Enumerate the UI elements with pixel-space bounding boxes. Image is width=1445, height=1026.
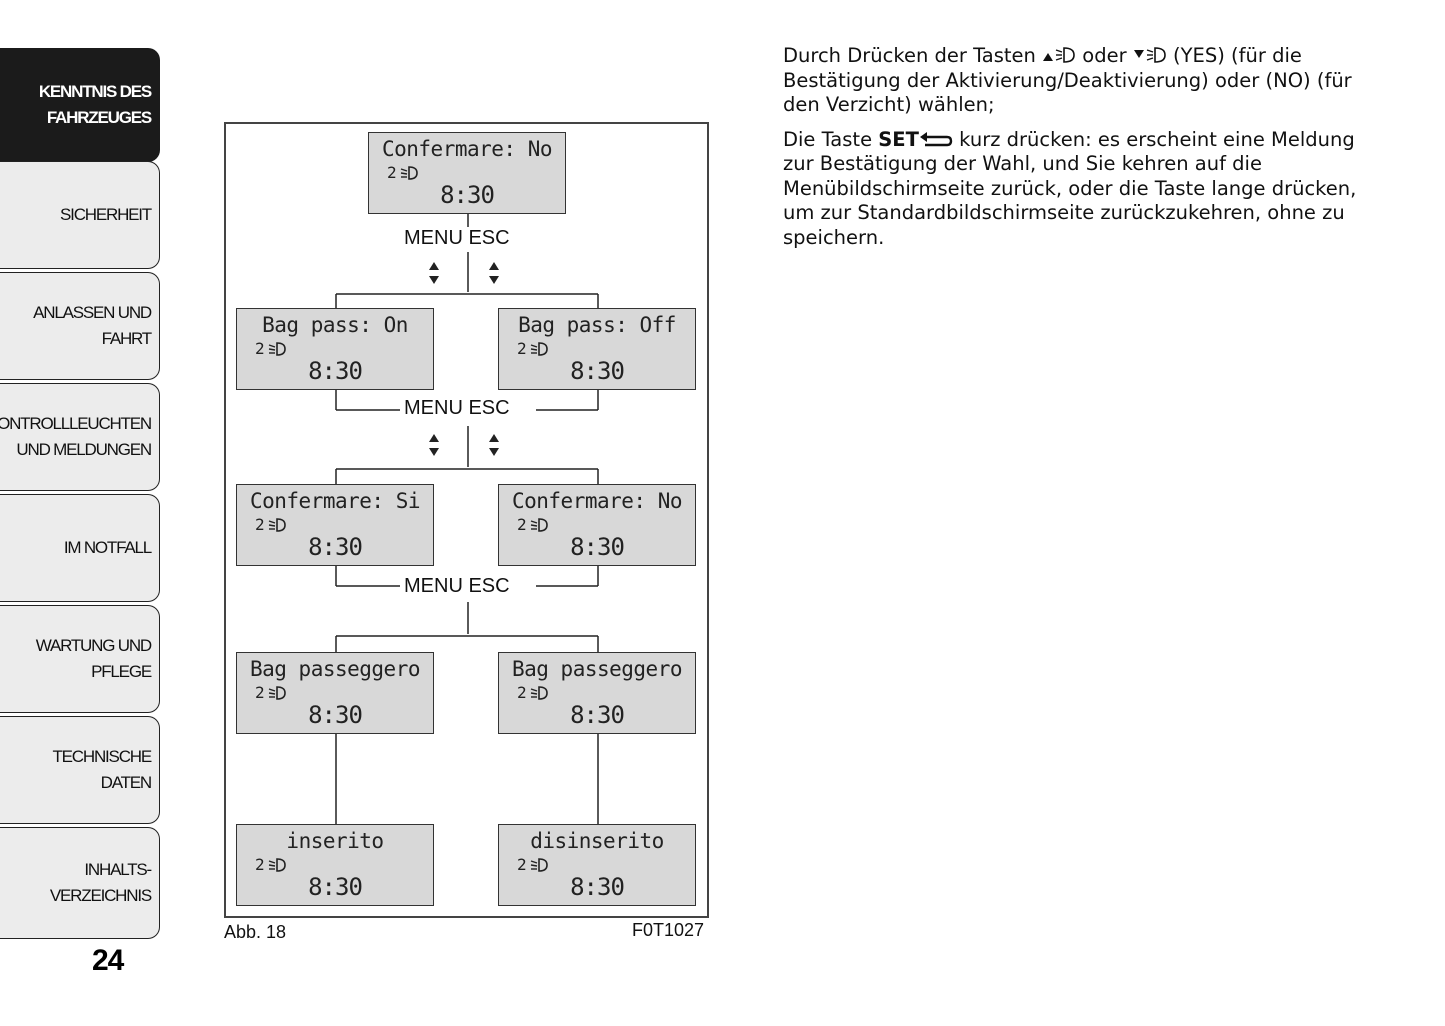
menu-esc-label: MENU ESC <box>400 397 514 420</box>
level-value: 2 <box>255 515 265 534</box>
menu-esc-label: MENU ESC <box>400 227 514 250</box>
headlight-beam-icon <box>530 341 548 356</box>
tab-label: SICHERHEIT <box>60 205 152 224</box>
connector-lines <box>335 212 599 824</box>
lcd-line: Confermare: Si <box>249 489 421 513</box>
figure-caption: Abb. 18 <box>224 922 287 942</box>
tab-label: KENNTNIS DES FAHRZEUGES <box>38 82 152 127</box>
lcd-level: 2 <box>255 515 287 534</box>
headlight-beam-icon <box>530 517 548 532</box>
lcd-level: 2 <box>255 339 287 358</box>
lcd-screen-bag-passeggero-right: Bag passeggero 2 8:30 <box>498 652 696 734</box>
level-value: 2 <box>517 339 527 358</box>
lcd-line: Confermare: No <box>381 137 553 161</box>
lcd-time: 8:30 <box>308 701 363 729</box>
lcd-time: 8:30 <box>570 357 625 385</box>
up-headlight-icon <box>1043 47 1075 63</box>
lcd-time: 8:30 <box>570 873 625 901</box>
lcd-time: 8:30 <box>308 357 363 385</box>
tab-technische-daten[interactable]: TECHNISCHE DATEN <box>0 716 160 824</box>
headlight-beam-icon <box>268 857 286 872</box>
figure-code: F0T1027 <box>632 920 705 940</box>
lcd-line: disinserito <box>530 829 664 853</box>
level-value: 2 <box>517 683 527 702</box>
level-value: 2 <box>255 683 265 702</box>
lcd-line: Bag pass: Off <box>518 313 676 337</box>
menu-esc-label: MENU ESC <box>400 575 514 598</box>
lcd-time: 8:30 <box>308 533 363 561</box>
lcd-screen-bag-pass-on: Bag pass: On 2 8:30 <box>236 308 434 390</box>
tab-label: TECHNISCHE DATEN <box>52 747 152 792</box>
set-key-label: SET <box>878 127 919 151</box>
lcd-time: 8:30 <box>308 873 363 901</box>
level-value: 2 <box>517 515 527 534</box>
paragraph-select: Durch Drücken der Tasten oder (YES) (für… <box>783 44 1383 118</box>
return-arrow-icon <box>919 131 953 146</box>
level-value: 2 <box>255 339 265 358</box>
tab-label: INHALTS- VERZEICHNIS <box>49 860 152 905</box>
tab-kontrollleuchten[interactable]: KONTROLLLEUCHTEN UND MELDUNGEN <box>0 383 160 491</box>
tab-anlassen-und-fahrt[interactable]: ANLASSEN UND FAHRT <box>0 272 160 380</box>
lcd-screen-confirm-yes: Confermare: Si 2 8:30 <box>236 484 434 566</box>
lcd-screen-disinserito: disinserito 2 8:30 <box>498 824 696 906</box>
headlight-beam-icon <box>530 857 548 872</box>
lcd-screen-top: Confermare: No 2 8:30 <box>368 132 566 214</box>
tab-kenntnis-des-fahrzeuges[interactable]: KENNTNIS DES FAHRZEUGES <box>0 48 160 162</box>
paragraph-set: Die Taste SET kurz drücken: es erscheint… <box>783 128 1383 251</box>
page-number: 24 <box>92 944 124 977</box>
lcd-level: 2 <box>517 683 549 702</box>
text-segment: Durch Drücken der Tasten <box>783 44 1043 67</box>
down-headlight-icon <box>1133 47 1166 63</box>
lcd-screen-bag-passeggero-left: Bag passeggero 2 8:30 <box>236 652 434 734</box>
text-segment: Die Taste <box>783 127 879 151</box>
lcd-level: 2 <box>387 163 419 182</box>
lcd-line: Bag passeggero <box>511 657 683 681</box>
tab-label: WARTUNG UND PFLEGE <box>35 636 152 681</box>
text-segment: (YES) (für die Bestätigung der Aktivieru… <box>783 44 1352 116</box>
level-value: 2 <box>517 855 527 874</box>
lcd-level: 2 <box>517 515 549 534</box>
headlight-beam-icon <box>268 517 286 532</box>
lcd-time: 8:30 <box>570 701 625 729</box>
updown-arrows <box>429 262 499 456</box>
tab-label: ANLASSEN UND FAHRT <box>33 303 152 348</box>
headlight-beam-icon <box>268 341 286 356</box>
lcd-screen-inserito: inserito 2 8:30 <box>236 824 434 906</box>
lcd-line: Bag pass: On <box>262 313 408 337</box>
headlight-beam-icon <box>400 165 418 180</box>
tab-inhaltsverzeichnis[interactable]: INHALTS- VERZEICHNIS <box>0 827 160 939</box>
level-value: 2 <box>387 163 397 182</box>
tab-sicherheit[interactable]: SICHERHEIT <box>0 161 160 269</box>
level-value: 2 <box>255 855 265 874</box>
lcd-time: 8:30 <box>440 181 495 209</box>
lcd-level: 2 <box>255 683 287 702</box>
text-segment: oder <box>1076 44 1133 67</box>
lcd-level: 2 <box>517 339 549 358</box>
headlight-beam-icon <box>268 685 286 700</box>
lcd-screen-confirm-no: Confermare: No 2 8:30 <box>498 484 696 566</box>
tab-label: KONTROLLLEUCHTEN UND MELDUNGEN <box>0 414 152 459</box>
tab-wartung-und-pflege[interactable]: WARTUNG UND PFLEGE <box>0 605 160 713</box>
body-text: Durch Drücken der Tasten oder (YES) (für… <box>783 44 1383 260</box>
lcd-level: 2 <box>255 855 287 874</box>
lcd-line: inserito <box>286 829 384 853</box>
lcd-screen-bag-pass-off: Bag pass: Off 2 8:30 <box>498 308 696 390</box>
text-segment: kurz drücken: es erscheint eine Meldung … <box>783 127 1357 249</box>
lcd-time: 8:30 <box>570 533 625 561</box>
menu-flow-figure: Confermare: No 2 8:30 Bag pass: On 2 8:3… <box>224 122 709 918</box>
lcd-line: Confermare: No <box>511 489 683 513</box>
lcd-level: 2 <box>517 855 549 874</box>
headlight-beam-icon <box>530 685 548 700</box>
tab-im-notfall[interactable]: IM NOTFALL <box>0 494 160 602</box>
lcd-line: Bag passeggero <box>249 657 421 681</box>
tab-label: IM NOTFALL <box>63 538 152 557</box>
